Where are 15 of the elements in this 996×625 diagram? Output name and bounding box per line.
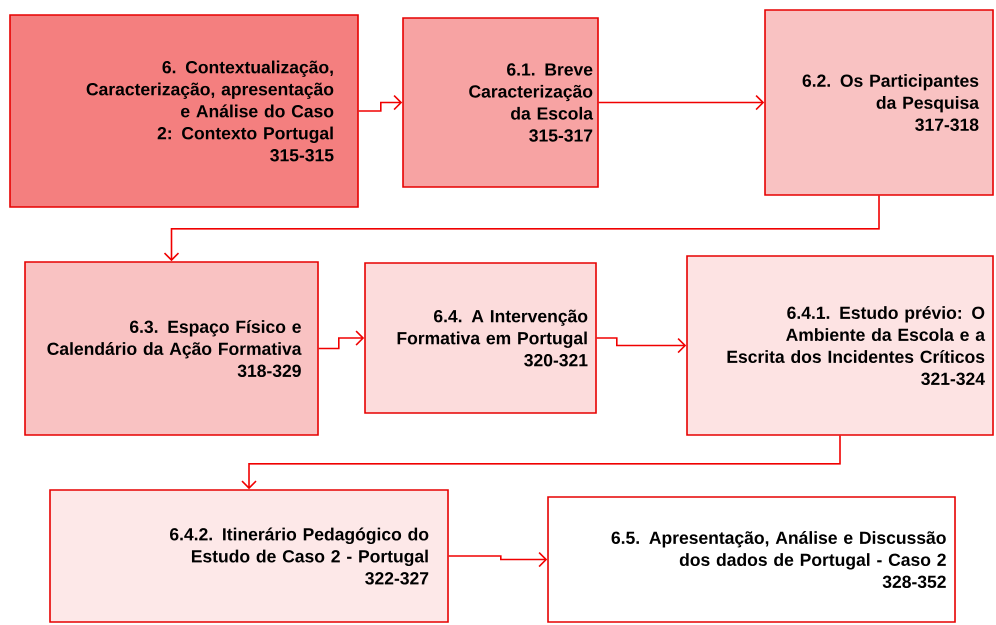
section-box: 6. Contextualização, Caracterização, apresentação e Análise do Caso 2: Contexto Portugal 315-315 [9, 14, 359, 208]
section-box: 6.1. Breve Caracterização da Escola 315-317 [402, 17, 599, 188]
arrow [318, 330, 364, 350]
arrow [596, 337, 686, 354]
section-box: 6.5. Apresentação, Análise e Discussão dos dados de Portugal - Caso 2 328-352 [547, 496, 956, 623]
section-box: 6.3. Espaço Físico e Calendário da Ação Formativa 318-329 [24, 261, 319, 436]
section-box: 6.4.2. Itinerário Pedagógico do Estudo de Caso 2 - Portugal 322-327 [49, 489, 449, 623]
arrow [164, 196, 880, 262]
arrow [448, 552, 548, 568]
arrow [358, 94, 402, 112]
section-box: 6.2. Os Participantes da Pesquisa 317-318 [764, 9, 994, 196]
section-box: 6.4. A Intervenção Formativa em Portugal 320-321 [364, 262, 597, 414]
arrow [241, 436, 841, 490]
section-box: 6.4.1. Estudo prévio: O Ambiente da Escola e a Escrita dos Incidentes Críticos 321-324 [686, 255, 994, 436]
arrow [598, 94, 764, 110]
